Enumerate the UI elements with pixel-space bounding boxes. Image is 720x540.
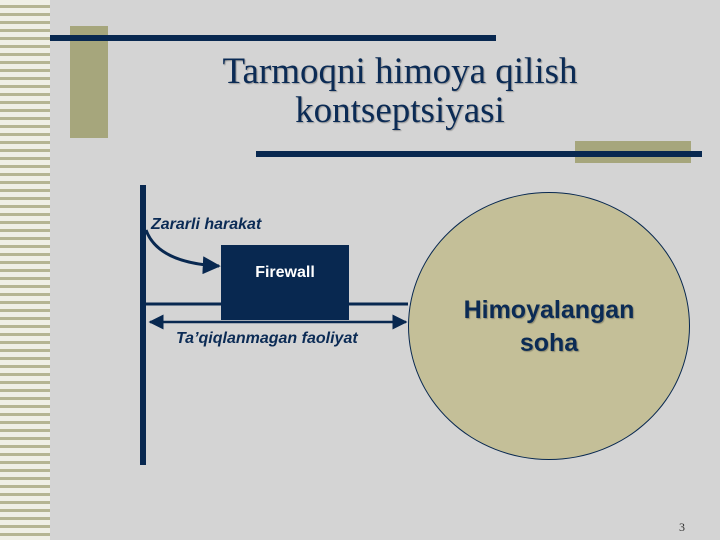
title-rule-top bbox=[50, 35, 496, 41]
protected-zone-label-line-2: soha bbox=[519, 329, 579, 357]
protected-zone-circle bbox=[408, 192, 690, 460]
slide-title-line-2: kontseptsiyasi bbox=[295, 90, 505, 131]
harmful-action-label: Zararli harakat bbox=[151, 216, 262, 233]
page-number: 3 bbox=[679, 520, 685, 534]
firewall-label: Firewall bbox=[255, 264, 315, 281]
title-rule-bottom bbox=[256, 151, 702, 157]
allowed-activity-label: Ta’qiqlanmagan faoliyat bbox=[176, 330, 358, 347]
olive-accent-block-top bbox=[70, 26, 108, 138]
protected-zone-label: Himoyalangan soha bbox=[408, 294, 690, 360]
protected-zone-label-line-1: Himoyalangan bbox=[463, 296, 635, 324]
harmful-action-arrow bbox=[144, 229, 221, 275]
slide-title-line-1: Tarmoqni himoya qilish bbox=[222, 51, 578, 92]
network-boundary-line bbox=[140, 185, 146, 465]
firewall-box: Firewall bbox=[221, 245, 349, 320]
striped-side-panel bbox=[0, 0, 50, 540]
slide-title: Tarmoqni himoya qilish kontseptsiyasi bbox=[130, 52, 670, 130]
